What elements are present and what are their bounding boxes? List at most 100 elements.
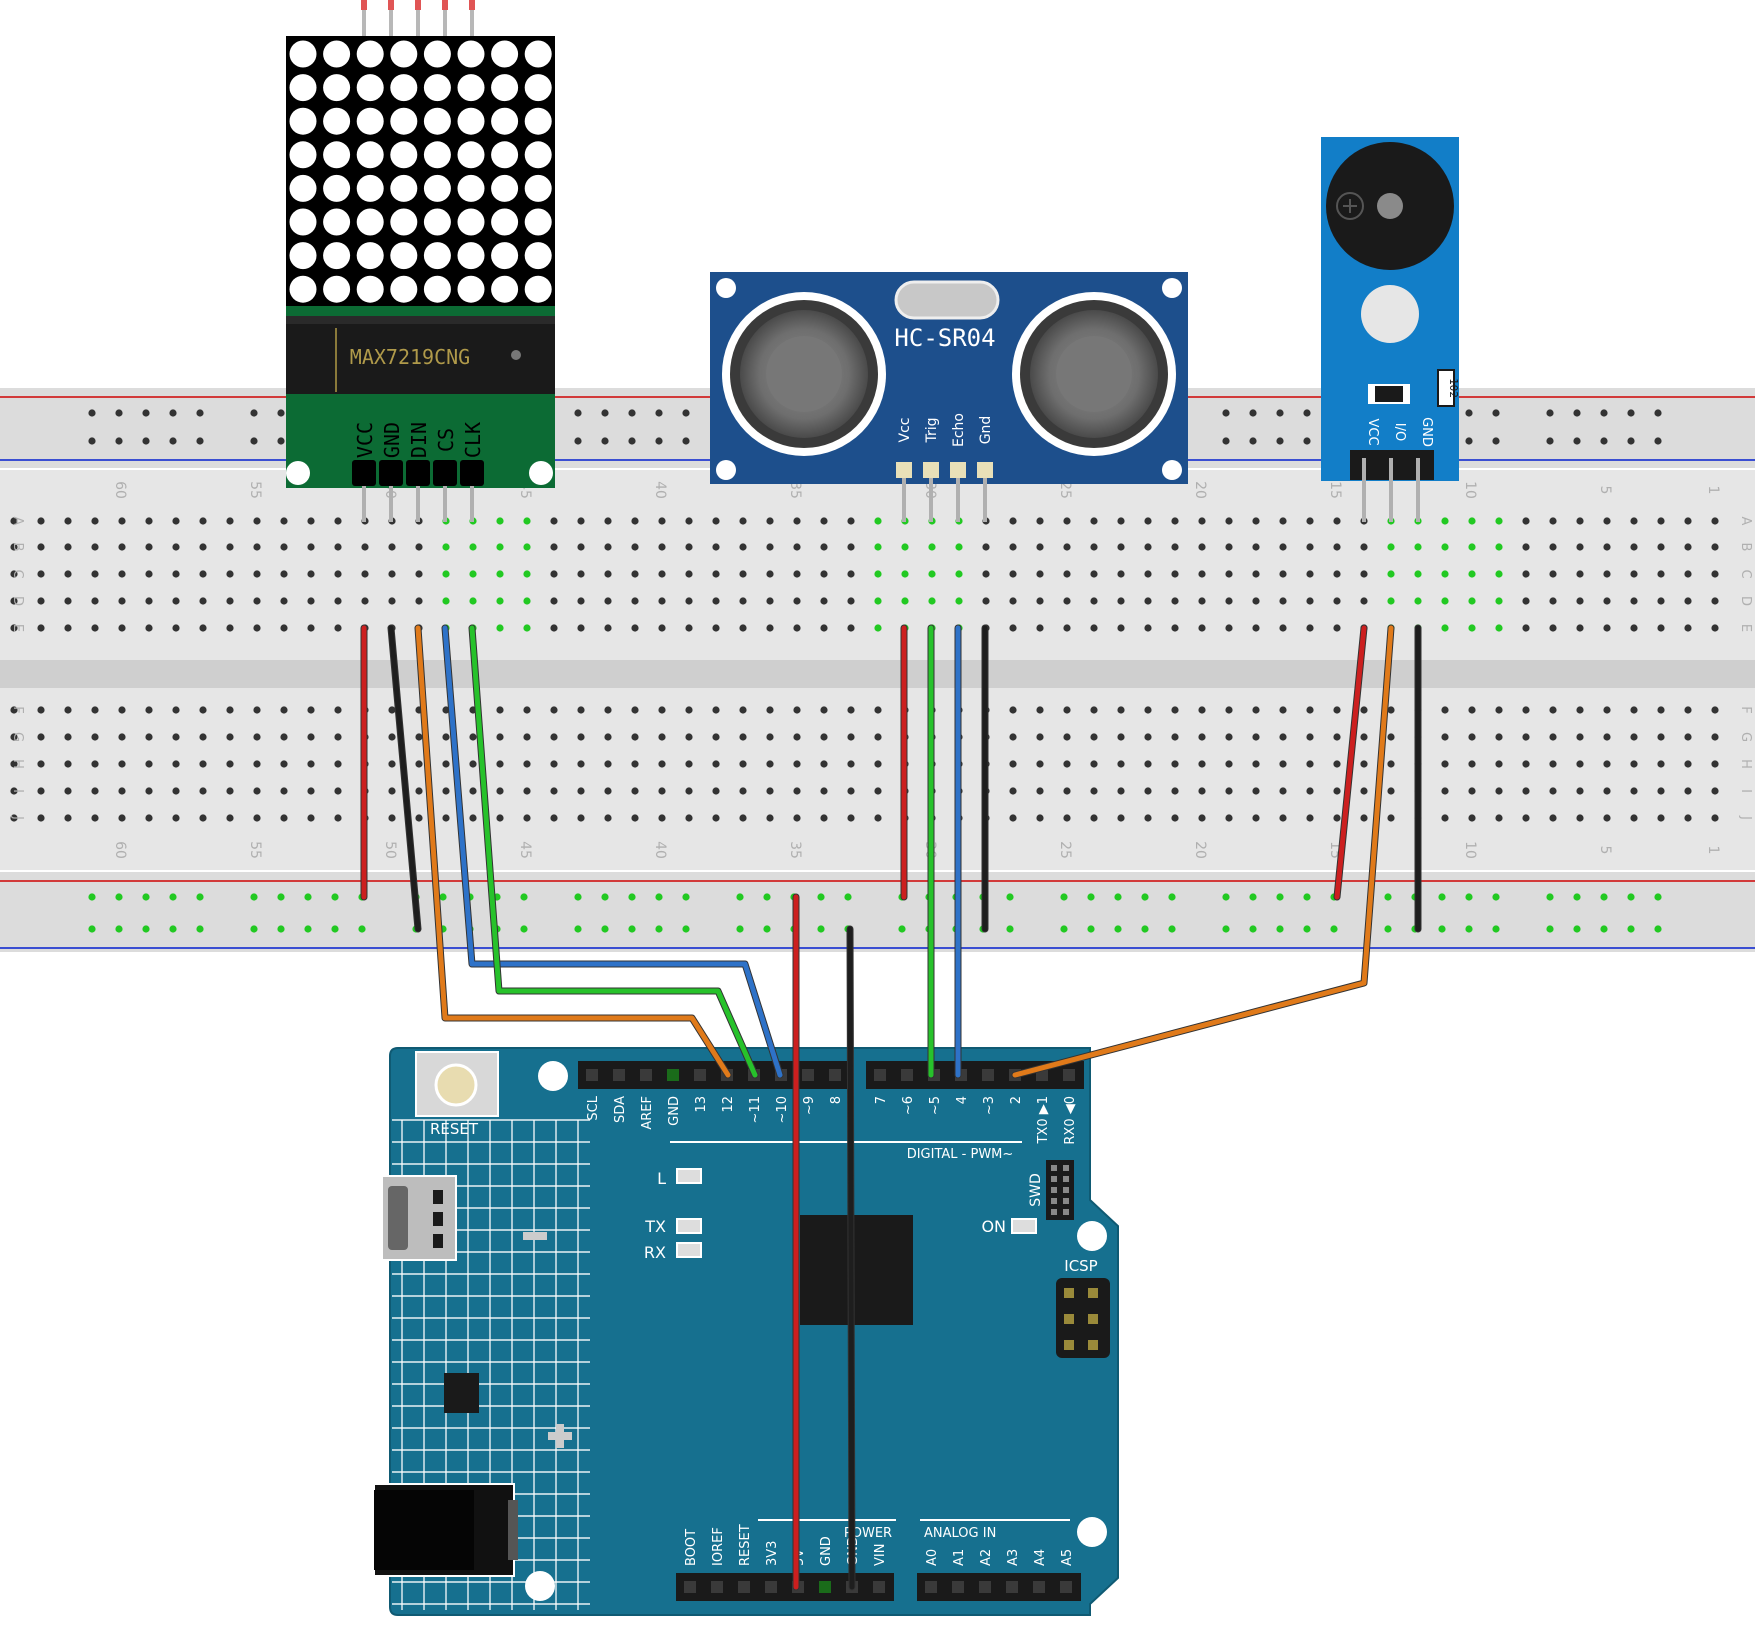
breadboard-hole <box>1711 517 1719 525</box>
breadboard-hole <box>1333 543 1341 551</box>
breadboard-hole <box>1711 760 1719 768</box>
breadboard-hole <box>91 760 99 768</box>
breadboard-hole <box>1630 733 1638 741</box>
breadboard-hole <box>658 570 666 578</box>
breadboard-hole <box>766 597 774 605</box>
led-dot <box>423 275 451 303</box>
breadboard-hole <box>37 517 45 525</box>
breadboard-hole <box>1684 597 1692 605</box>
breadboard-hole <box>37 706 45 714</box>
breadboard-hole <box>1036 787 1044 795</box>
breadboard-hole <box>793 597 801 605</box>
breadboard-hole <box>1279 733 1287 741</box>
breadboard-hole <box>253 624 261 632</box>
breadboard-hole <box>91 570 99 578</box>
breadboard-hole <box>1306 787 1314 795</box>
breadboard-hole <box>1630 517 1638 525</box>
breadboard-hole <box>1414 543 1422 551</box>
header-pin-label: GND <box>667 1096 682 1126</box>
breadboard-hole <box>550 597 558 605</box>
breadboard-hole <box>658 814 666 822</box>
breadboard-hole <box>1360 597 1368 605</box>
breadboard-hole <box>469 570 477 578</box>
breadboard-hole <box>334 597 342 605</box>
breadboard-hole <box>577 543 585 551</box>
breadboard-hole <box>1279 814 1287 822</box>
breadboard-hole <box>1576 543 1584 551</box>
led-matrix-face <box>286 36 555 306</box>
rail-hole <box>1492 893 1500 901</box>
breadboard-hole <box>64 787 72 795</box>
bottom-power-rail <box>0 872 1755 952</box>
breadboard-hole <box>1117 597 1125 605</box>
breadboard-hole <box>1495 733 1503 741</box>
breadboard-hole <box>1144 624 1152 632</box>
breadboard-hole <box>577 570 585 578</box>
breadboard-hole <box>712 597 720 605</box>
microcontroller <box>800 1215 913 1325</box>
breadboard-hole <box>1549 597 1557 605</box>
breadboard-hole <box>199 543 207 551</box>
breadboard-hole <box>307 760 315 768</box>
breadboard-hole <box>928 543 936 551</box>
breadboard-hole <box>226 814 234 822</box>
breadboard-hole <box>847 787 855 795</box>
breadboard-hole <box>91 706 99 714</box>
breadboard-hole <box>145 543 153 551</box>
header-pin-label: ~9 <box>802 1096 817 1115</box>
breadboard-hole <box>766 624 774 632</box>
header-pin-label: 12 <box>721 1096 736 1113</box>
led-dot <box>491 208 519 236</box>
rail-hole <box>277 893 285 901</box>
header-pin-label: ~5 <box>928 1096 943 1115</box>
header-pin <box>952 1581 964 1593</box>
breadboard-hole <box>172 706 180 714</box>
breadboard-hole <box>1306 597 1314 605</box>
breadboard-hole <box>145 706 153 714</box>
breadboard-hole <box>523 787 531 795</box>
breadboard-hole <box>415 733 423 741</box>
breadboard-hole <box>604 814 612 822</box>
breadboard-labels: AABBCCDDEEFFGGHHIIJJ60605555505045454040… <box>10 481 1753 859</box>
breadboard-hole <box>1225 624 1233 632</box>
breadboard-hole <box>1495 706 1503 714</box>
breadboard-hole <box>10 597 18 605</box>
breadboard-hole <box>1711 570 1719 578</box>
breadboard-hole <box>64 733 72 741</box>
breadboard-hole <box>1387 787 1395 795</box>
breadboard-hole <box>64 570 72 578</box>
rail-hole <box>142 409 150 417</box>
breadboard-hole <box>766 543 774 551</box>
breadboard-hole <box>577 597 585 605</box>
breadboard-hole <box>523 624 531 632</box>
breadboard-hole <box>1360 543 1368 551</box>
breadboard-hole <box>1090 787 1098 795</box>
breadboard-hole <box>982 570 990 578</box>
breadboard-hole <box>631 814 639 822</box>
breadboard-hole <box>550 787 558 795</box>
rail-hole <box>1465 925 1473 933</box>
breadboard-hole <box>1225 733 1233 741</box>
breadboard-hole <box>1711 543 1719 551</box>
breadboard-hole <box>1198 787 1206 795</box>
breadboard-hole <box>712 517 720 525</box>
header-pin-label: 13 <box>694 1096 709 1113</box>
rail-hole <box>277 925 285 933</box>
breadboard-hole <box>1279 543 1287 551</box>
breadboard-hole <box>442 814 450 822</box>
led-tx <box>676 1218 702 1234</box>
row-letter: F <box>10 706 25 713</box>
breadboard-hole <box>1252 733 1260 741</box>
led-dot <box>356 74 384 102</box>
breadboard-hole <box>1252 787 1260 795</box>
breadboard-hole <box>1225 517 1233 525</box>
wire-buzzer-vcc <box>1334 625 1367 900</box>
rail-hole <box>1600 893 1608 901</box>
row-letter: E <box>1738 624 1753 632</box>
breadboard-hole <box>1279 597 1287 605</box>
breadboard-hole <box>712 733 720 741</box>
breadboard-hole <box>496 814 504 822</box>
rail-hole <box>196 437 204 445</box>
